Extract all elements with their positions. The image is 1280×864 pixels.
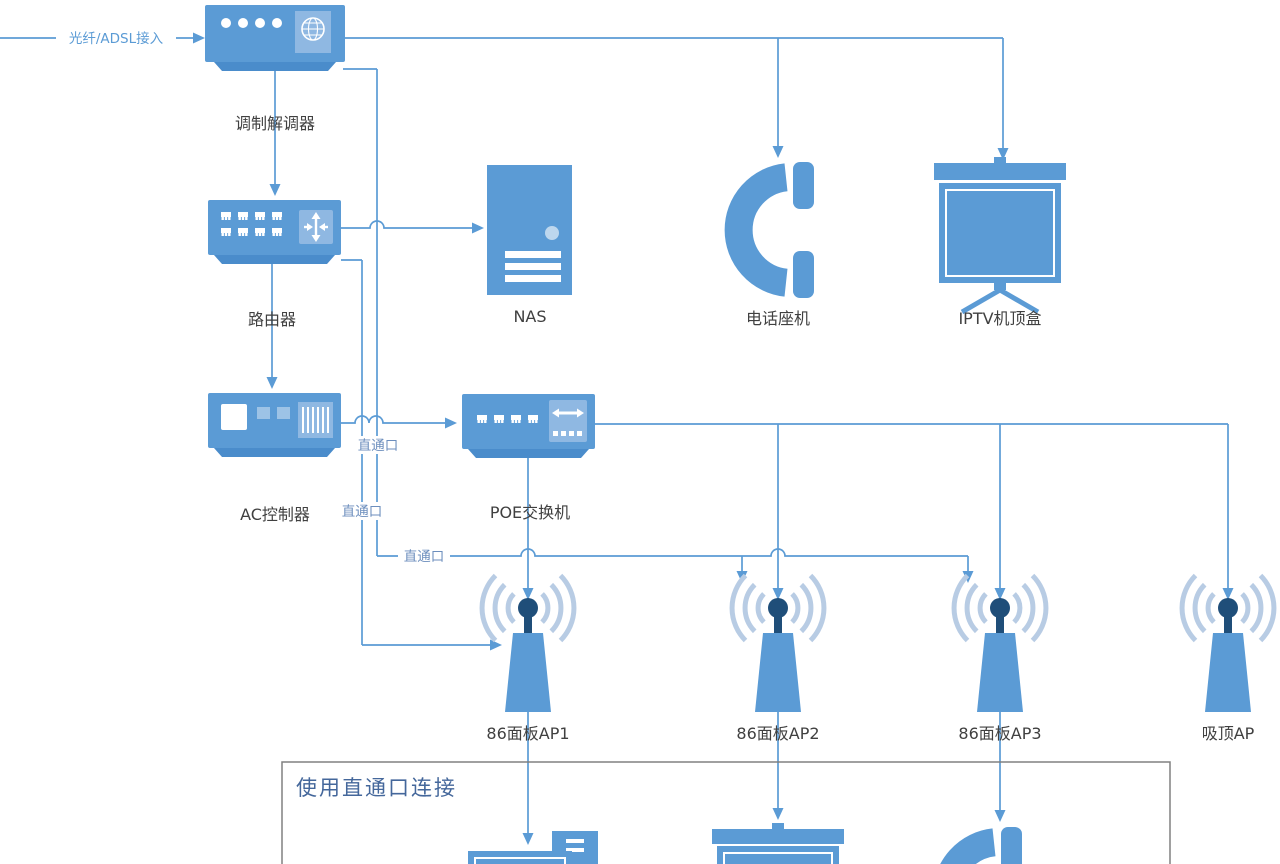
phone-client-device	[947, 827, 1022, 864]
uplink-double-arrow-icon	[549, 400, 587, 442]
line-modem-to-phone-iptv	[345, 37, 1004, 148]
ap3-label: 86面板AP3	[958, 724, 1041, 743]
stand-legs-icon	[960, 287, 1040, 315]
iptv-device	[934, 157, 1066, 315]
passthrough-label-3: 直通口	[404, 549, 445, 565]
line-passthrough-trunk	[343, 68, 969, 571]
passthrough-connection-box	[281, 761, 1171, 864]
drive-bays-icon	[505, 251, 561, 282]
ac-controller-device	[208, 393, 341, 457]
vent-grille-icon	[298, 402, 333, 438]
ap2-label: 86面板AP2	[736, 724, 819, 743]
passthrough-box-title: 使用直通口连接	[296, 776, 457, 800]
line-aps-to-clients	[527, 712, 1001, 833]
connector-arrowheads	[193, 32, 1234, 845]
router-label: 路由器	[248, 310, 296, 329]
connector-lines	[0, 37, 1229, 833]
modem-device	[205, 5, 345, 71]
passthrough-label-1: 直通口	[358, 438, 399, 454]
cross-arrows-icon	[299, 210, 333, 244]
indicator-dots-icon	[221, 18, 282, 28]
label-backgrounds	[56, 28, 450, 565]
line-router-to-nas	[341, 220, 472, 229]
phone-device	[739, 162, 814, 298]
poe-switch-label: POE交换机	[490, 503, 570, 522]
ac-controller-label: AC控制器	[240, 505, 310, 524]
modem-label: 调制解调器	[235, 114, 315, 133]
telephone-handset-icon	[739, 162, 814, 298]
poe-switch-device	[462, 394, 595, 458]
line-poe-trunk	[595, 423, 1229, 588]
power-button-icon	[545, 226, 559, 240]
passthrough-label-2: 直通口	[342, 504, 383, 520]
globe-icon	[295, 11, 331, 53]
iptv-label: IPTV机顶盒	[958, 309, 1041, 328]
line-ac-to-poe	[341, 415, 445, 424]
nas-device	[487, 165, 572, 295]
ceiling-ap-label: 吸顶AP	[1202, 724, 1255, 743]
pc-device	[468, 831, 598, 864]
phone-label: 电话座机	[746, 309, 810, 328]
display-panel-icon	[221, 404, 247, 430]
nas-label: NAS	[513, 307, 546, 326]
ap1-label: 86面板AP1	[486, 724, 569, 743]
telephone-handset-icon	[947, 827, 1022, 864]
tv-device	[712, 823, 844, 864]
fiber-input-label: 光纤/ADSL接入	[69, 30, 164, 47]
router-device	[208, 200, 341, 264]
